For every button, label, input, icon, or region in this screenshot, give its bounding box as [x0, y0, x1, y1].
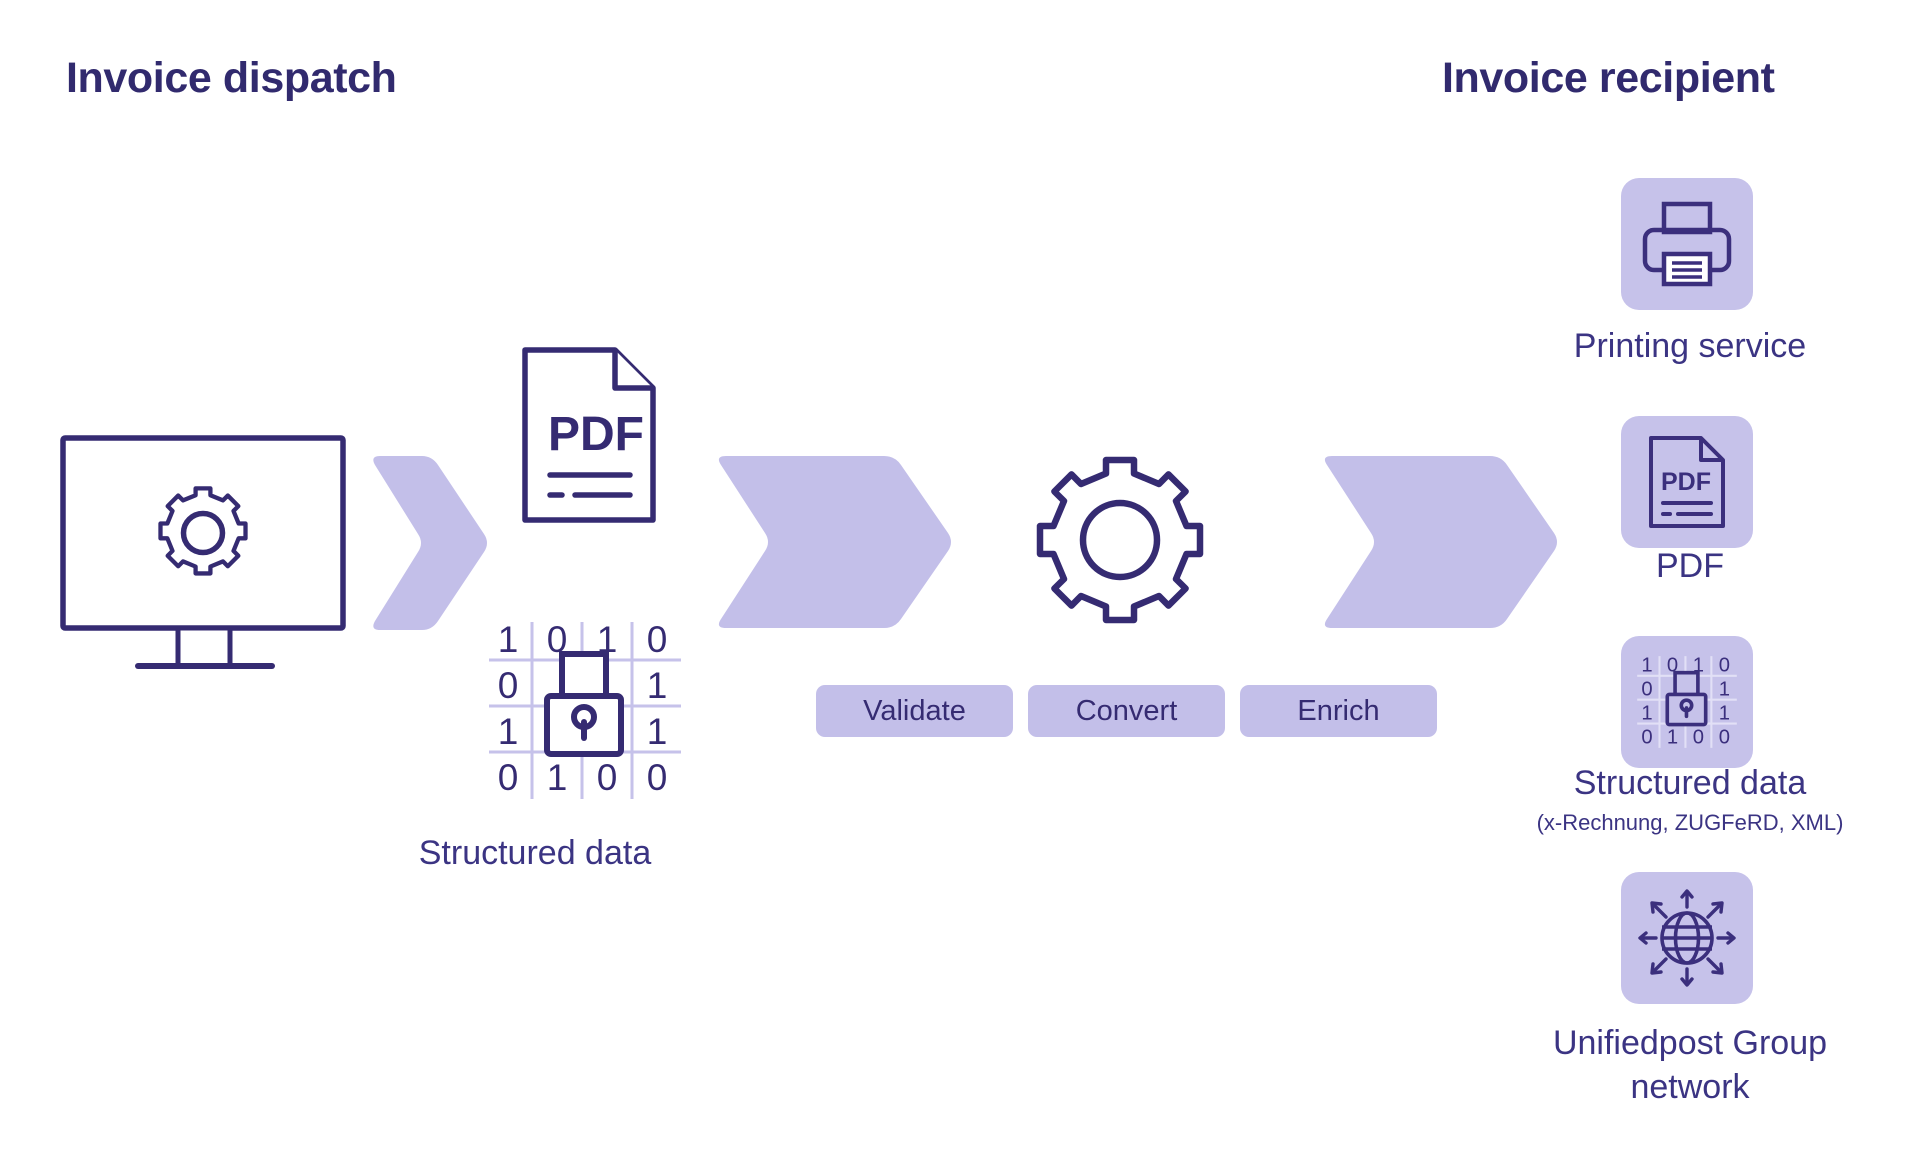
svg-text:1: 1 — [1667, 726, 1678, 748]
svg-text:0: 0 — [1641, 679, 1652, 701]
svg-text:PDF: PDF — [1661, 468, 1711, 496]
recipient-label-unifiedpost-network-line1: Unifiedpost Group — [1552, 1024, 1828, 1062]
recipient-sublabel-structured-data: (x-Rechnung, ZUGFeRD, XML) — [1536, 810, 1844, 835]
svg-text:0: 0 — [647, 757, 668, 798]
process-step-validate-label: Validate — [863, 694, 966, 727]
svg-text:1: 1 — [597, 619, 618, 660]
svg-text:1: 1 — [647, 711, 668, 752]
svg-text:1: 1 — [498, 711, 519, 752]
heading-invoice-recipient: Invoice recipient — [1442, 54, 1775, 102]
gear-icon — [1036, 456, 1204, 624]
process-step-convert[interactable]: Convert — [1028, 685, 1225, 737]
pdf-document-icon: PDF — [1649, 436, 1725, 528]
globe-network-icon — [1638, 889, 1736, 987]
svg-text:1: 1 — [1693, 655, 1704, 677]
process-step-enrich-label: Enrich — [1297, 694, 1380, 727]
svg-text:0: 0 — [498, 757, 519, 798]
svg-text:1: 1 — [498, 619, 519, 660]
svg-text:0: 0 — [498, 665, 519, 706]
recipient-tile-unifiedpost-network[interactable] — [1621, 872, 1753, 1004]
recipient-tile-printing-service[interactable] — [1621, 178, 1753, 310]
svg-text:0: 0 — [1719, 726, 1730, 748]
pdf-document-icon: PDF — [522, 347, 656, 523]
chevron-arrow-2 — [718, 456, 951, 628]
svg-text:PDF: PDF — [548, 408, 644, 461]
chevron-arrow-3 — [1324, 456, 1557, 628]
svg-text:1: 1 — [1641, 655, 1652, 677]
svg-text:0: 0 — [547, 619, 568, 660]
recipient-label-structured-data: Structured data — [1573, 764, 1807, 802]
structured-data-label-dispatch: Structured data — [418, 834, 652, 872]
recipient-label-printing-service: Printing service — [1573, 327, 1807, 365]
printer-icon — [1642, 201, 1732, 287]
svg-text:1: 1 — [1641, 702, 1652, 724]
svg-text:0: 0 — [1719, 655, 1730, 677]
recipient-label-pdf: PDF — [1656, 547, 1724, 585]
svg-text:0: 0 — [1641, 726, 1652, 748]
monitor-gear-icon — [60, 435, 346, 669]
svg-text:1: 1 — [547, 757, 568, 798]
svg-text:0: 0 — [1693, 726, 1704, 748]
svg-text:1: 1 — [1719, 702, 1730, 724]
svg-text:0: 0 — [647, 619, 668, 660]
process-step-enrich[interactable]: Enrich — [1240, 685, 1437, 737]
recipient-tile-pdf[interactable]: PDF — [1621, 416, 1753, 548]
heading-invoice-dispatch: Invoice dispatch — [66, 54, 397, 102]
process-step-convert-label: Convert — [1075, 694, 1178, 727]
svg-text:0: 0 — [597, 757, 618, 798]
process-step-validate[interactable]: Validate — [816, 685, 1013, 737]
svg-text:1: 1 — [647, 665, 668, 706]
chevron-arrow-1 — [373, 456, 487, 630]
svg-text:1: 1 — [1719, 679, 1730, 701]
recipient-label-unifiedpost-network-line2: network — [1630, 1068, 1750, 1106]
svg-text:0: 0 — [1667, 655, 1678, 677]
